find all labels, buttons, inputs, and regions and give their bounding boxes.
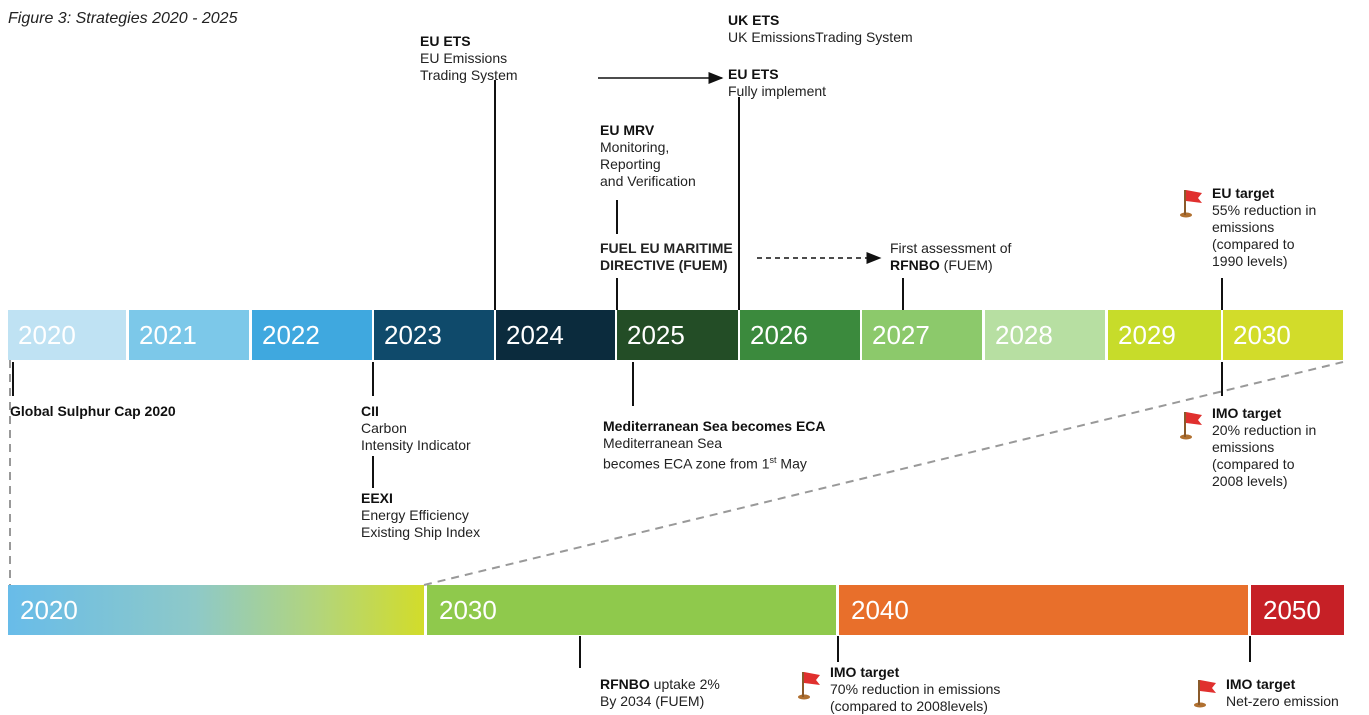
annotation-global-sulphur: Global Sulphur Cap 2020 (10, 403, 176, 419)
flag-icon (1180, 190, 1202, 218)
period-2030: 2030 (427, 585, 836, 635)
annotation-eu-target: EU target 55% reduction in emissions (co… (1212, 185, 1317, 269)
tick-eexi (372, 456, 374, 488)
tick-rfnbo-uptake (579, 636, 581, 668)
period-2020: 2020 (8, 585, 424, 635)
zoom-right-dashed-line (423, 361, 1344, 586)
flag-icon (1180, 412, 1202, 440)
year-2023: 2023 (374, 310, 494, 360)
tick-eu-target (1221, 278, 1223, 310)
annotation-uk-ets: UK ETS UK EmissionsTrading System (728, 12, 913, 45)
tick-global-sulphur (12, 362, 14, 396)
year-2021: 2021 (129, 310, 249, 360)
tick-eu-mrv (616, 200, 618, 234)
year-2025: 2025 (617, 310, 738, 360)
year-2026: 2026 (740, 310, 860, 360)
annotation-eu-ets-full: EU ETS Fully implement (728, 66, 827, 99)
tick-eu-ets-full (738, 97, 740, 310)
period-2050: 2050 (1251, 585, 1344, 635)
tick-eu-ets (494, 80, 496, 310)
annotation-imo-2040: IMO target 70% reduction in emissions (c… (830, 664, 1001, 714)
year-2028: 2028 (985, 310, 1105, 360)
tick-first-assessment (902, 278, 904, 310)
tick-imo-2030 (1221, 362, 1223, 396)
year-2030: 2030 (1223, 310, 1343, 360)
tick-cii (372, 362, 374, 396)
annotation-eexi: EEXI Energy Efficiency Existing Ship Ind… (361, 490, 481, 540)
flag-icon (798, 672, 820, 700)
period-2040: 2040 (839, 585, 1248, 635)
annotation-imo-2030: IMO target 20% reduction in emissions (c… (1212, 405, 1317, 489)
annotation-fuel-eu: FUEL EU MARITIME DIRECTIVE (FUEM) (600, 240, 733, 273)
tick-med-sea (632, 362, 634, 406)
figure-caption: Figure 3: Strategies 2020 - 2025 (8, 10, 238, 27)
annotation-med-sea: Mediterranean Sea becomes ECA Mediterran… (603, 418, 826, 472)
annotation-cii: CII Carbon Intensity Indicator (361, 403, 471, 453)
year-2027: 2027 (862, 310, 982, 360)
annotation-imo-2050: IMO target Net-zero emission (1226, 676, 1339, 709)
annotation-eu-mrv: EU MRV Monitoring, Reporting and Verific… (600, 122, 696, 189)
annotation-rfnbo-uptake: RFNBO uptake 2% By 2034 (FUEM) (600, 676, 720, 709)
annotation-eu-ets: EU ETS EU Emissions Trading System (420, 33, 518, 83)
annotation-first-assessment: First assessment of RFNBO (FUEM) (890, 240, 1012, 273)
tick-fuem (616, 278, 618, 310)
year-2029: 2029 (1108, 310, 1221, 360)
year-2020: 2020 (8, 310, 126, 360)
tick-imo-2040 (837, 636, 839, 662)
flag-icon (1194, 680, 1216, 708)
year-2022: 2022 (252, 310, 372, 360)
year-2024: 2024 (496, 310, 615, 360)
tick-imo-2050 (1249, 636, 1251, 662)
